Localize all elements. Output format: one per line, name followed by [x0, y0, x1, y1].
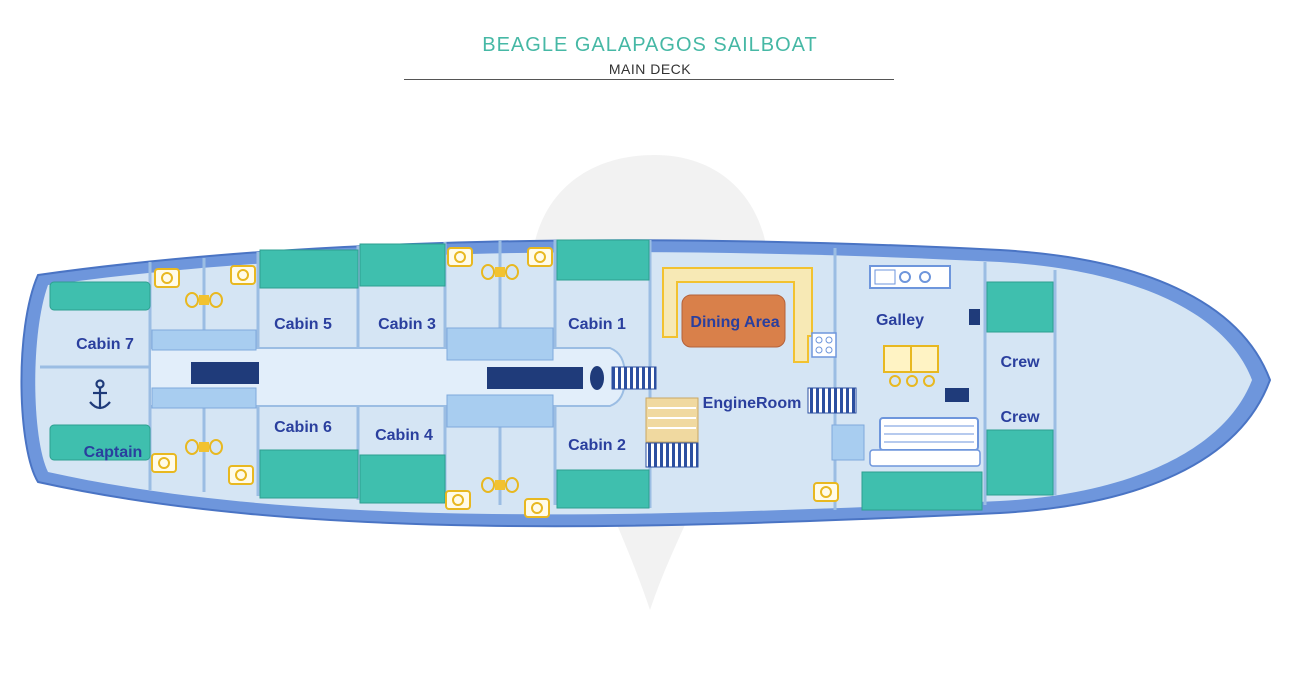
room-label-cabin-3: Cabin 3 — [378, 316, 436, 333]
room-label-captain: Captain — [84, 444, 143, 461]
room-label-cabin-1: Cabin 1 — [568, 316, 626, 333]
stove-icon — [869, 265, 951, 289]
mast-base — [191, 309, 980, 402]
galley-table — [883, 345, 939, 387]
room-label-crew-upper: Crew — [1000, 354, 1040, 371]
plan-title: BEAGLE GALAPAGOS SAILBOAT — [482, 34, 818, 56]
plan-subtitle: MAIN DECK — [608, 61, 692, 77]
stairs-icon — [611, 366, 857, 468]
dining-bench — [662, 267, 813, 363]
room-label-cabin-5: Cabin 5 — [274, 316, 332, 333]
title-divider — [404, 79, 894, 80]
dining-table — [681, 294, 786, 348]
anchor-icon — [89, 379, 111, 410]
room-label-cabin-4: Cabin 4 — [375, 427, 433, 444]
room-label-galley: Galley — [876, 312, 924, 329]
room-label-cabin-6: Cabin 6 — [274, 419, 332, 436]
room-label-crew-lower: Crew — [1000, 409, 1040, 426]
room-label-dining-area: Dining Area — [690, 314, 779, 331]
room-label-engine-room: EngineRoom — [703, 395, 802, 412]
room-label-cabin-7: Cabin 7 — [76, 336, 134, 353]
room-label-cabin-2: Cabin 2 — [568, 437, 626, 454]
galley-counter — [869, 417, 981, 467]
